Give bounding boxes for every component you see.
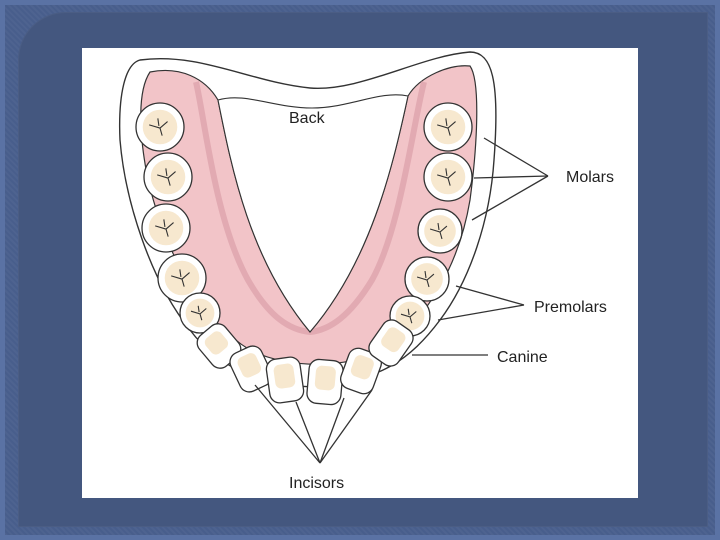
label-incisors: Incisors: [289, 475, 344, 492]
label-molars: Molars: [566, 169, 614, 186]
callout-line: [254, 384, 321, 464]
back-tooth: [179, 292, 221, 334]
front-tooth: [229, 345, 273, 393]
back-tooth: [157, 253, 207, 303]
callout-line: [319, 397, 345, 464]
label-back: Back: [289, 110, 326, 127]
front-tooth: [306, 358, 344, 406]
callout-line: [319, 389, 373, 464]
front-tooth: [196, 323, 242, 369]
back-tooth: [423, 102, 473, 152]
label-canine: Canine: [497, 349, 548, 366]
callout-line: [473, 175, 549, 179]
back-tooth: [141, 203, 191, 253]
front-tooth: [265, 356, 305, 404]
back-tooth: [135, 102, 185, 152]
front-tooth: [368, 319, 414, 367]
callout-line: [471, 175, 549, 221]
palate: [217, 94, 409, 333]
callout-line: [483, 137, 549, 177]
back-tooth: [417, 208, 463, 254]
callout-line: [295, 401, 321, 464]
back-tooth: [404, 256, 450, 302]
back-tooth: [143, 152, 193, 202]
callout-line: [455, 285, 525, 306]
callout-line: [437, 304, 525, 321]
front-tooth: [340, 347, 382, 395]
label-premolars: Premolars: [534, 299, 607, 316]
back-tooth: [423, 152, 473, 202]
